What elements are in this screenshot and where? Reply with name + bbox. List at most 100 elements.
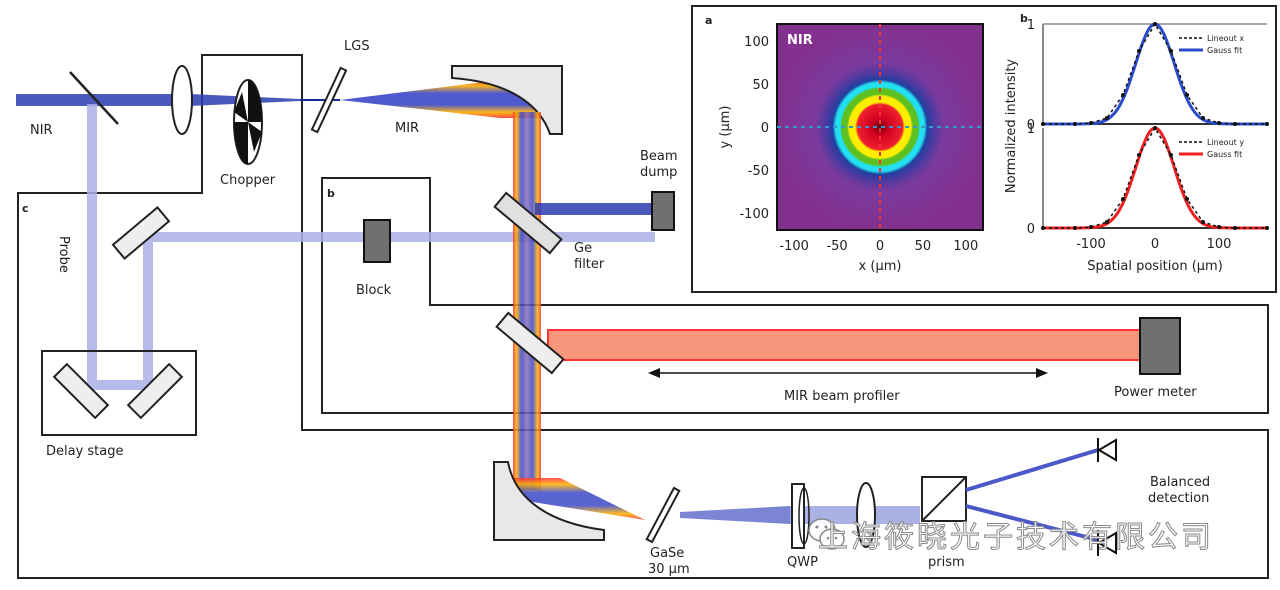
lens-2 bbox=[856, 482, 876, 548]
lineout-point bbox=[1185, 93, 1189, 97]
beam-dump bbox=[651, 191, 675, 231]
legend-label-lineout: Lineout y bbox=[1207, 138, 1244, 147]
y-axis-label: Normalized intensity bbox=[1004, 59, 1019, 194]
y-tick-label: -50 bbox=[748, 164, 769, 179]
y-tick-label: 0 bbox=[1027, 222, 1035, 237]
legend-label-fit: Gauss fit bbox=[1207, 46, 1242, 55]
mir-diverging-beam bbox=[340, 80, 540, 118]
beam-dump-label-2: dump bbox=[640, 165, 677, 180]
lineout-point bbox=[1089, 225, 1093, 229]
inset-panel-label-a: a bbox=[705, 14, 712, 27]
y-tick-label: 1 bbox=[1027, 18, 1035, 33]
photodiode-upper bbox=[1097, 438, 1117, 462]
legend-label-fit: Gauss fit bbox=[1207, 150, 1242, 159]
gase-label-2: 30 μm bbox=[648, 562, 690, 577]
gase-label-1: GaSe bbox=[650, 546, 684, 561]
lineout-point bbox=[1185, 197, 1189, 201]
legend-label-lineout: Lineout x bbox=[1207, 34, 1244, 43]
y-axis-label: y (μm) bbox=[718, 106, 733, 149]
lineout-point bbox=[1041, 226, 1045, 230]
delay-stage bbox=[41, 350, 197, 436]
frame-c bbox=[17, 54, 1269, 579]
lineout-point bbox=[1169, 49, 1173, 53]
heatmap-image bbox=[776, 23, 984, 231]
x-tick-label: 100 bbox=[1207, 237, 1232, 252]
lgs-label: LGS bbox=[344, 39, 370, 54]
prism-label: prism bbox=[928, 555, 965, 570]
split-beam-upper bbox=[965, 448, 1099, 492]
y-tick-label: 100 bbox=[744, 35, 769, 50]
delay-mirror-left bbox=[52, 362, 110, 420]
x-tick-label: 0 bbox=[1151, 237, 1159, 252]
delay-stage-label: Delay stage bbox=[46, 444, 124, 459]
mir-pickoff-beam bbox=[547, 329, 1141, 361]
lineout-point bbox=[1201, 220, 1205, 224]
mir-pickoff-mirror bbox=[495, 311, 565, 375]
x-tick-label: -100 bbox=[1076, 237, 1106, 252]
lineout-point bbox=[1169, 153, 1173, 157]
delay-mirror-right bbox=[126, 362, 184, 420]
ge-filter-label-2: filter bbox=[574, 257, 605, 272]
lineout-point bbox=[1121, 197, 1125, 201]
lineout-point bbox=[1201, 116, 1205, 120]
panel-label-b: b bbox=[327, 187, 335, 200]
qwp bbox=[791, 483, 805, 549]
x-tick-label: 50 bbox=[915, 239, 932, 254]
mir-vertical-beam bbox=[513, 112, 541, 490]
x-tick-label: -100 bbox=[779, 239, 809, 254]
probe-mirror bbox=[111, 206, 171, 260]
lineout-point bbox=[1217, 225, 1221, 229]
x-tick-label: -50 bbox=[826, 239, 847, 254]
beam-dump-label-1: Beam bbox=[640, 149, 678, 164]
beam-splitter bbox=[69, 71, 119, 125]
profiler-range-arrow bbox=[648, 368, 1048, 378]
mir-focus-beam bbox=[513, 478, 645, 520]
lineout-point bbox=[1073, 226, 1077, 230]
probe-beam bbox=[87, 104, 655, 390]
lineout-point bbox=[1073, 122, 1077, 126]
y-tick-label: 1 bbox=[1027, 122, 1035, 137]
wechat-icon bbox=[808, 518, 845, 550]
lgs-crystal bbox=[310, 66, 348, 134]
chopper bbox=[233, 79, 263, 165]
y-tick-label: 0 bbox=[1027, 118, 1035, 133]
frame-a bbox=[691, 5, 1277, 293]
y-tick-label: -100 bbox=[739, 207, 769, 222]
ge-filter-label-1: Ge bbox=[574, 241, 592, 256]
x-axis-label: x (μm) bbox=[859, 259, 902, 274]
gase-crystal bbox=[645, 486, 681, 544]
probe-label: Probe bbox=[56, 236, 71, 273]
lineout-point bbox=[1265, 226, 1269, 230]
x-axis-label: Spatial position (μm) bbox=[1087, 259, 1223, 274]
y-tick-label: 0 bbox=[761, 121, 769, 136]
lineout-point bbox=[1153, 22, 1157, 26]
block bbox=[363, 219, 391, 263]
probe-to-detection-beam bbox=[680, 506, 790, 524]
block-label: Block bbox=[356, 283, 392, 298]
mir-beam-profiler-label: MIR beam profiler bbox=[784, 389, 900, 404]
parabolic-mirror-top bbox=[451, 65, 563, 135]
lineout-point bbox=[1233, 122, 1237, 126]
lineout-point bbox=[1217, 121, 1221, 125]
inset-panel-label-b: b bbox=[1020, 12, 1028, 25]
heatmap-annotation: NIR bbox=[787, 33, 813, 48]
split-beam-lower bbox=[965, 504, 1099, 542]
qwp-label: QWP bbox=[787, 555, 818, 570]
y-tick-label: 50 bbox=[752, 78, 769, 93]
parabolic-mirror-bottom bbox=[493, 461, 605, 541]
x-tick-label: 0 bbox=[876, 239, 884, 254]
lineout-point bbox=[1105, 116, 1109, 120]
lineout-point bbox=[1137, 49, 1141, 53]
power-meter bbox=[1139, 317, 1181, 375]
lens-1 bbox=[171, 65, 193, 135]
lineout-point bbox=[1153, 126, 1157, 130]
photodiode-lower bbox=[1097, 530, 1117, 556]
lineout-point bbox=[1137, 153, 1141, 157]
power-meter-label: Power meter bbox=[1114, 385, 1197, 400]
lineout-point bbox=[1105, 220, 1109, 224]
lineout-point bbox=[1121, 93, 1125, 97]
nir-label: NIR bbox=[30, 123, 53, 138]
